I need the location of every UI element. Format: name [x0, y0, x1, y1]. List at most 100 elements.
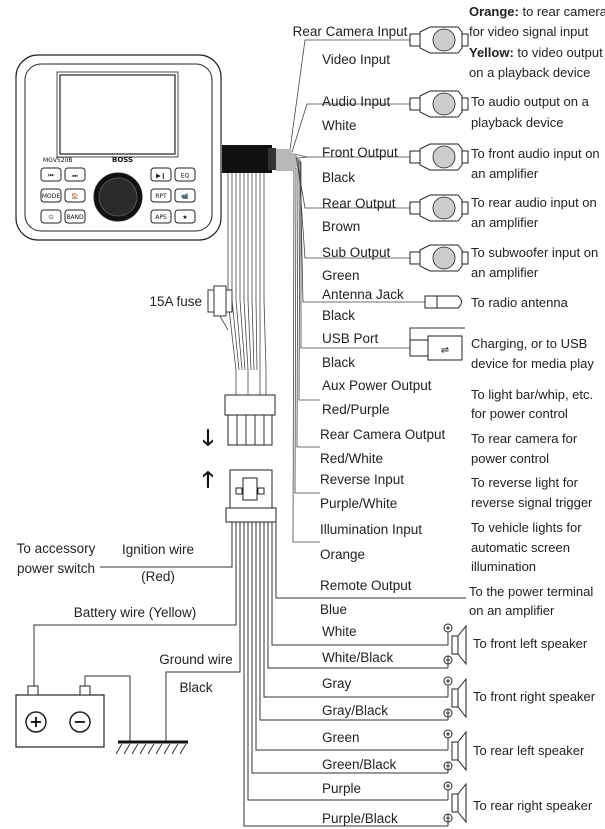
rear-camera-output-label: Rear Camera Output	[320, 427, 446, 442]
video-desc-line2: for video signal input	[469, 24, 589, 39]
camera-icon: 📹	[181, 192, 189, 200]
speaker-rear-left-icon	[443, 729, 467, 773]
antenna-jack-label: Antenna Jack	[322, 287, 404, 302]
rca-plug-audio	[409, 90, 469, 118]
rear-camera-output-desc-line2: power control	[471, 451, 549, 466]
home-icon: 🏠	[71, 192, 79, 200]
harness-plug-top	[224, 394, 276, 416]
usb-desc-line2: device for media play	[471, 356, 594, 371]
right-buttons: ▶❙ EQ RPT 📹 APS ★	[150, 167, 196, 224]
head-unit: MGV520B BOSS ⏮ ⏭ MODE 🏠 ⏻ BAND ▶❙ EQ RPT	[15, 54, 222, 241]
audio-desc-line2: playback device	[471, 115, 564, 130]
connector-descriptions: Orange: to rear camera for video signal …	[469, 4, 605, 371]
speaker-rl-pos-color: Green	[322, 730, 360, 745]
rear-output-color: Brown	[322, 219, 360, 234]
rca-plug-front	[409, 143, 469, 171]
antenna-desc: To radio antenna	[471, 295, 569, 310]
antenna-plug	[424, 295, 462, 309]
video-desc-line1: Orange: to rear camera	[469, 4, 605, 19]
left-buttons: ⏮ ⏭ MODE 🏠 ⏻ BAND	[40, 167, 86, 224]
speaker-rr-pos-color: Purple	[322, 781, 361, 796]
illumination-desc-line2: automatic screen	[471, 540, 570, 555]
play-pause-icon: ▶❙	[156, 173, 166, 180]
usb-icon: ⇌	[441, 345, 449, 356]
mode-button[interactable]	[40, 188, 62, 203]
prev-icon: ⏮	[48, 173, 54, 180]
speaker-rr-desc: To rear right speaker	[473, 798, 593, 813]
favorite-button[interactable]	[174, 209, 196, 224]
next-button[interactable]	[64, 167, 86, 182]
next-icon: ⏭	[72, 173, 78, 180]
rear-connector-plug	[268, 148, 276, 170]
lead-wire-labels: Aux Power Output Red/Purple Rear Camera …	[320, 378, 593, 574]
volume-knob-inner	[98, 177, 138, 217]
harness-connector-bottom	[225, 469, 277, 523]
accessory-label-line1: To accessory	[17, 541, 96, 556]
aux-power-desc-line2: for power control	[471, 406, 568, 421]
power-button[interactable]	[40, 209, 62, 224]
rear-connector-block	[222, 145, 272, 173]
video-desc-line3: Yellow: to video output	[469, 45, 603, 60]
battery-minus-icon	[69, 711, 91, 733]
aps-button[interactable]	[150, 209, 172, 224]
rca-plugs: ⇌	[409, 26, 469, 361]
battery-plus-icon	[25, 711, 47, 733]
speakers	[443, 623, 467, 826]
aux-power-desc-line1: To light bar/whip, etc.	[471, 387, 593, 402]
rear-camera-output-color: Red/White	[320, 451, 383, 466]
front-output-label: Front Output	[322, 145, 398, 160]
antenna-jack-color: Black	[322, 308, 355, 323]
front-desc-line1: To front audio input on	[471, 146, 600, 161]
head-unit-screen	[59, 74, 176, 155]
svg-text:+: +	[29, 712, 42, 731]
connector-labels: Rear Camera Input Video Input Audio Inpu…	[293, 24, 408, 370]
fuse-body	[213, 285, 227, 317]
head-unit-screen-bezel	[56, 71, 179, 158]
power-icon: ⏻	[49, 214, 54, 221]
rca-plug-sub	[409, 244, 469, 272]
speaker-rl-neg-color: Green/Black	[322, 757, 397, 772]
usb-plug: ⇌	[409, 327, 465, 361]
usb-port-color: Black	[322, 355, 355, 370]
lower-wires	[33, 522, 466, 827]
rca-plug-video	[409, 26, 469, 54]
rpt-button[interactable]	[150, 188, 172, 203]
sub-output-color: Green	[322, 268, 360, 283]
speaker-fr-desc: To front right speaker	[473, 689, 596, 704]
sub-desc-line2: an amplifier	[471, 265, 539, 280]
front-output-color: Black	[322, 170, 355, 185]
usb-desc-line1: Charging, or to USB	[471, 336, 587, 351]
reverse-input-desc-line2: reverse signal trigger	[471, 495, 593, 510]
camera-button[interactable]	[174, 188, 196, 203]
audio-desc-line1: To audio output on a	[471, 94, 590, 109]
svg-text:−: −	[73, 712, 86, 731]
home-button[interactable]	[64, 188, 86, 203]
band-label: BAND	[66, 214, 84, 221]
speaker-fr-neg-color: Gray/Black	[322, 703, 388, 718]
speaker-fl-neg-color: White/Black	[322, 650, 394, 665]
top-wire-bundle	[276, 39, 425, 543]
band-button[interactable]	[64, 209, 86, 224]
aps-label: APS	[155, 214, 167, 221]
speaker-fl-desc: To front left speaker	[473, 636, 588, 651]
speaker-rr-neg-color: Purple/Black	[322, 811, 398, 826]
speaker-rear-right-icon	[443, 781, 467, 826]
front-desc-line2: an amplifier	[471, 166, 539, 181]
harness-wires	[227, 173, 267, 371]
star-icon: ★	[182, 214, 187, 221]
play-pause-button[interactable]	[150, 167, 172, 182]
rpt-label: RPT	[155, 193, 167, 200]
eq-button[interactable]	[174, 167, 196, 182]
ignition-wire-color: (Red)	[141, 569, 175, 584]
brand-logo: BOSS	[112, 156, 133, 164]
battery: + −	[15, 675, 131, 748]
arrow-down-icon: 🡓	[202, 426, 213, 451]
eq-label: EQ	[181, 173, 190, 180]
ground-icon	[115, 740, 188, 755]
speaker-fr-pos-color: Gray	[322, 676, 352, 691]
harness-socket-base	[225, 507, 277, 523]
prev-button[interactable]	[40, 167, 62, 182]
audio-input-color: White	[322, 118, 357, 133]
sub-desc-line1: To subwoofer input on	[471, 245, 598, 260]
